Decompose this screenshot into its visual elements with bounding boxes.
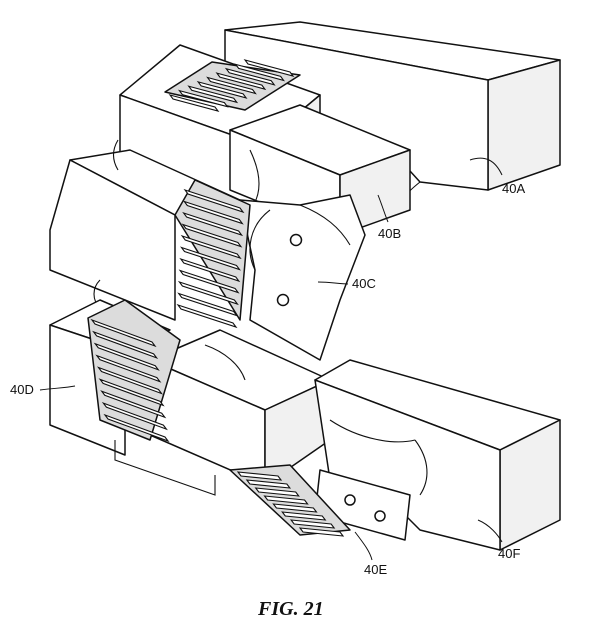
gear-tooth bbox=[236, 471, 283, 481]
figure-caption: FIG. 21 bbox=[257, 598, 324, 620]
gear-tooth bbox=[179, 257, 241, 283]
gear-tooth bbox=[215, 72, 267, 91]
gear-lower-left bbox=[87, 299, 181, 443]
block-40a bbox=[224, 21, 561, 199]
gear-tooth bbox=[298, 527, 345, 537]
block-40f bbox=[314, 359, 561, 551]
leader-40a bbox=[469, 157, 503, 176]
gear-lower bbox=[229, 464, 351, 537]
gear-tooth bbox=[196, 80, 248, 99]
gear-tooth bbox=[92, 330, 159, 360]
gear-tooth bbox=[224, 67, 276, 86]
label-40a: 40A bbox=[502, 181, 525, 196]
gear-tooth bbox=[183, 188, 245, 214]
gear-tooth bbox=[206, 76, 257, 95]
gear-tooth bbox=[180, 234, 242, 260]
label-40d: 40D bbox=[10, 382, 34, 397]
label-40b: 40B bbox=[378, 226, 401, 241]
gear-tooth bbox=[96, 366, 164, 395]
gear-tooth bbox=[281, 511, 327, 521]
leader-40b bbox=[377, 194, 389, 223]
gear-tooth bbox=[177, 280, 239, 306]
gear-upper bbox=[164, 59, 301, 112]
label-40f: 40F bbox=[498, 546, 520, 561]
gear-tooth bbox=[272, 503, 318, 513]
gear-tooth bbox=[95, 354, 162, 383]
block-40c bbox=[49, 139, 366, 361]
gear-tooth bbox=[177, 292, 239, 317]
gear-tooth bbox=[103, 413, 170, 443]
gear-tooth bbox=[243, 59, 295, 77]
gear-tooth bbox=[100, 390, 167, 419]
gear-tooth bbox=[181, 223, 243, 248]
gear-tooth bbox=[263, 495, 309, 505]
gear-tooth bbox=[168, 94, 220, 112]
leader-40f bbox=[477, 519, 503, 543]
gear-tooth bbox=[180, 246, 241, 271]
gear-tooth bbox=[90, 318, 157, 348]
gear-tooth bbox=[182, 200, 244, 225]
gear-tooth bbox=[187, 85, 239, 104]
gear-tooth bbox=[176, 303, 238, 329]
gear-tooth bbox=[101, 401, 168, 431]
gear-tooth bbox=[245, 479, 292, 489]
leader-40e bbox=[354, 531, 373, 561]
leader-40d bbox=[39, 385, 76, 391]
gear-tooth bbox=[289, 519, 336, 529]
gear-middle bbox=[174, 179, 251, 329]
gear-tooth bbox=[254, 487, 300, 497]
gear-tooth bbox=[234, 63, 286, 82]
gear-tooth bbox=[98, 378, 165, 407]
label-40e: 40E bbox=[364, 562, 387, 577]
gear-tooth bbox=[182, 211, 244, 237]
gear-tooth bbox=[177, 89, 229, 108]
leader-40c bbox=[317, 281, 349, 285]
gear-tooth bbox=[93, 342, 160, 371]
gear-tooth bbox=[178, 269, 240, 294]
label-40c: 40C bbox=[352, 276, 376, 291]
